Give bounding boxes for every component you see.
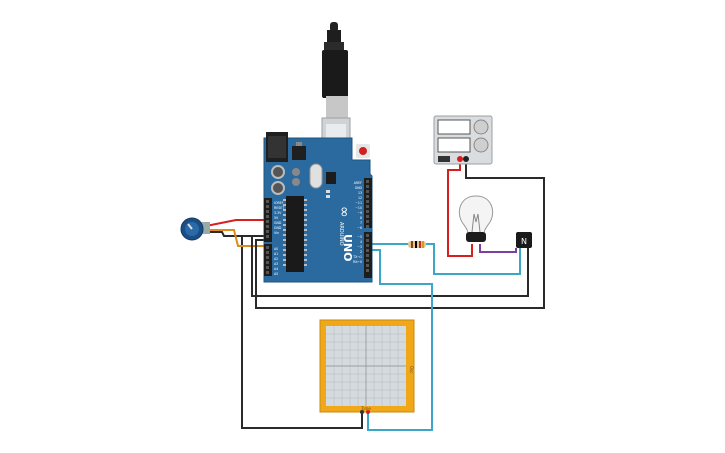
- wires: [204, 160, 545, 431]
- pin-label-digital-12: ~3: [357, 245, 362, 249]
- pin-label-analog-0: A0: [274, 247, 278, 251]
- transistor-icon[interactable]: N: [516, 232, 532, 248]
- wire-red-supply-bulb[interactable]: [447, 160, 473, 257]
- pin-label-power-1: RESET: [274, 206, 284, 210]
- wire-red-pot-5v[interactable]: [205, 219, 266, 227]
- voltage-display: [437, 119, 471, 135]
- pin-label-digital-8: 7: [360, 221, 362, 225]
- pin-label-digital-5: ~10: [355, 206, 362, 210]
- arduino-uno-board[interactable]: ∞ ARDUINO UNO IOREFRESET3.3V5VGNDGNDVinA…: [263, 132, 373, 283]
- lightbulb-icon[interactable]: [458, 195, 494, 242]
- analog-header[interactable]: [264, 244, 272, 276]
- pin-label-digital-1: GND: [355, 186, 363, 190]
- voltage-knob[interactable]: [473, 119, 489, 135]
- potentiometer-icon[interactable]: [180, 217, 210, 241]
- transistor-label: N: [521, 237, 527, 246]
- pin-label-analog-5: A5: [274, 272, 278, 276]
- supply-positive-terminal[interactable]: [457, 156, 463, 162]
- pin-label-digital-9: ~6: [357, 226, 362, 230]
- board-brand: ARDUINO: [338, 222, 344, 246]
- capacitor-2: [271, 181, 285, 195]
- wire-cyan-resistor-transistor[interactable]: [426, 243, 521, 275]
- pin-label-power-6: Vin: [274, 231, 279, 235]
- pin-label-digital-7: 8: [360, 216, 362, 220]
- scope-probe-negative[interactable]: [360, 410, 364, 414]
- power-supply-icon[interactable]: [433, 115, 493, 165]
- pin-label-analog-1: A1: [274, 252, 278, 256]
- pin-label-digital-2: 13: [358, 191, 362, 195]
- wire-black-gnd-loop-2[interactable]: [255, 160, 545, 309]
- oscilloscope-side-label: Osc: [409, 366, 414, 373]
- pin-label-digital-0: AREF: [354, 181, 362, 185]
- pin-label-power-5: GND: [274, 226, 282, 230]
- pin-label-digital-15: RX←0: [353, 260, 362, 264]
- wire-cyan-pin-scope[interactable]: [367, 249, 433, 431]
- pin-label-analog-2: A2: [274, 257, 278, 261]
- wire-black-pot-gnd[interactable]: [204, 231, 258, 237]
- supply-negative-terminal[interactable]: [463, 156, 469, 162]
- atmega-chip: [286, 196, 304, 272]
- pin-label-power-4: GND: [274, 221, 282, 225]
- usb-cable-icon[interactable]: [321, 22, 351, 161]
- current-knob[interactable]: [473, 137, 489, 153]
- pin-label-digital-11: 4: [360, 240, 362, 244]
- pin-label-analog-4: A4: [274, 267, 278, 271]
- capacitor-1: [271, 165, 285, 179]
- wire-black-gnd-loop-1[interactable]: [251, 235, 529, 297]
- pin-label-power-0: IOREF: [274, 201, 284, 205]
- scope-probe-positive[interactable]: [366, 410, 370, 414]
- resistor-icon[interactable]: [408, 241, 426, 248]
- pin-label-digital-6: ~9: [357, 211, 362, 215]
- pin-label-power-2: 3.3V: [274, 211, 282, 215]
- pin-label-analog-3: A3: [274, 262, 278, 266]
- arduino-logo: ∞: [336, 206, 352, 218]
- pin-label-digital-4: ~11: [355, 201, 362, 205]
- oscilloscope-icon[interactable]: Osc Time: [319, 319, 415, 414]
- pin-label-digital-13: 2: [360, 250, 362, 254]
- wire-purple-bulb-transistor[interactable]: [479, 244, 517, 253]
- pin-label-power-3: 5V: [274, 216, 279, 220]
- current-display: [437, 137, 471, 153]
- pin-label-digital-10: ~5: [357, 235, 362, 239]
- pin-label-digital-3: 12: [358, 196, 362, 200]
- pin-label-digital-14: TX→1: [352, 255, 362, 259]
- board-name: UNO: [341, 234, 354, 262]
- oscilloscope-time-label: Time: [360, 406, 371, 411]
